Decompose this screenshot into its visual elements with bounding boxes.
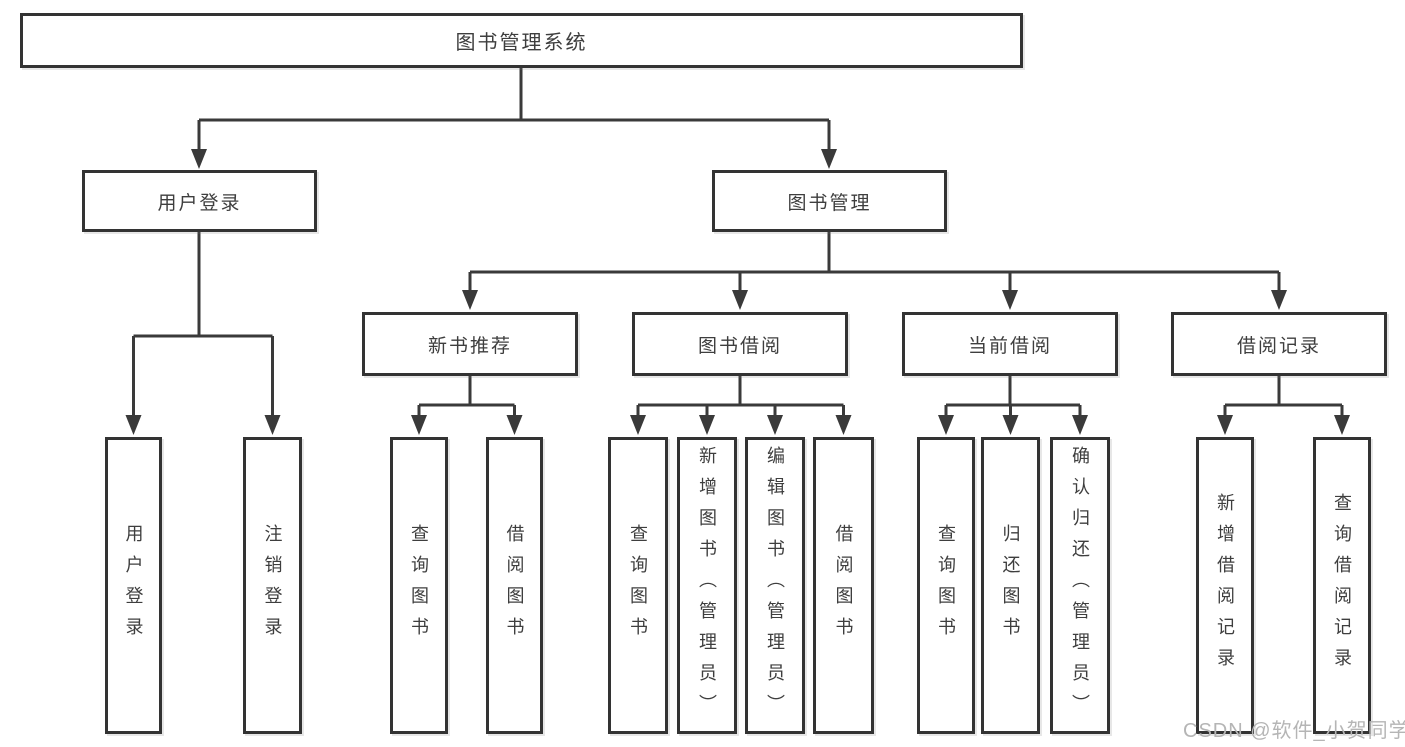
node-label: 图书借阅 <box>697 335 782 357</box>
node-new-book-recommend: 新书推荐 <box>362 312 578 376</box>
leaf-query-books-current: 查询图书 <box>917 437 975 734</box>
node-label: 图书管理系统 <box>455 32 588 54</box>
node-label: 借阅记录 <box>1236 335 1321 357</box>
node-label: 注销登录 <box>262 523 283 648</box>
leaf-add-book-admin: 新增图书（管理员） <box>677 437 737 734</box>
leaf-query-borrow-record: 查询借阅记录 <box>1313 437 1371 734</box>
leaf-logout: 注销登录 <box>243 437 302 734</box>
node-label: 归还图书 <box>1000 523 1021 648</box>
node-label: 确认归还（管理员） <box>1070 446 1090 725</box>
node-book-borrow: 图书借阅 <box>632 312 848 376</box>
node-label: 新增图书（管理员） <box>697 446 717 725</box>
node-label: 借阅图书 <box>504 523 525 648</box>
leaf-borrow-books-recommend: 借阅图书 <box>486 437 543 734</box>
leaf-query-books-recommend: 查询图书 <box>390 437 448 734</box>
node-label: 借阅图书 <box>833 523 854 648</box>
node-label: 新书推荐 <box>427 335 512 357</box>
leaf-edit-book-admin: 编辑图书（管理员） <box>745 437 805 734</box>
node-label: 用户登录 <box>157 192 242 214</box>
node-label: 新增借阅记录 <box>1215 492 1235 679</box>
node-label: 编辑图书（管理员） <box>765 446 785 725</box>
node-label: 查询图书 <box>628 523 648 648</box>
node-current-borrow: 当前借阅 <box>902 312 1118 376</box>
leaf-query-books-borrow: 查询图书 <box>608 437 668 734</box>
node-label: 查询图书 <box>409 523 429 648</box>
node-root-system: 图书管理系统 <box>20 13 1023 68</box>
node-label: 查询借阅记录 <box>1332 492 1352 679</box>
node-label: 用户登录 <box>123 523 144 648</box>
leaf-add-borrow-record: 新增借阅记录 <box>1196 437 1254 734</box>
leaf-user-login: 用户登录 <box>105 437 162 734</box>
node-label: 当前借阅 <box>967 335 1052 357</box>
leaf-return-book: 归还图书 <box>981 437 1040 734</box>
node-book-management: 图书管理 <box>712 170 947 232</box>
node-user-login: 用户登录 <box>82 170 317 232</box>
leaf-borrow-books: 借阅图书 <box>813 437 874 734</box>
node-borrow-records: 借阅记录 <box>1171 312 1387 376</box>
node-label: 查询图书 <box>936 523 956 648</box>
csdn-watermark: CSDN @软件_小贺同学 <box>1183 720 1405 742</box>
leaf-confirm-return-admin: 确认归还（管理员） <box>1050 437 1110 734</box>
node-label: 图书管理 <box>787 192 872 214</box>
